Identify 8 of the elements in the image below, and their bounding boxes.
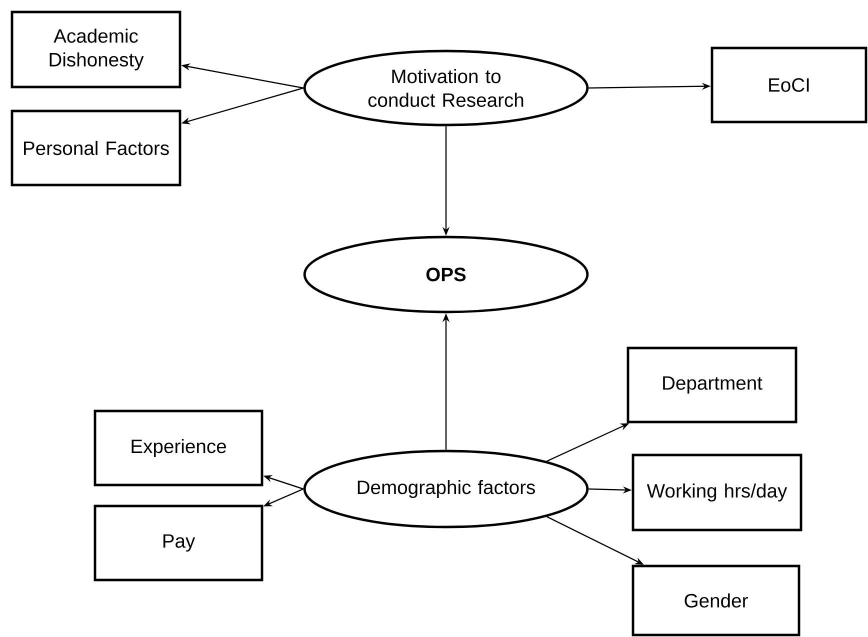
concept-box: Gender	[632, 564, 800, 636]
concept-box: Working hrs/day	[632, 454, 802, 532]
concept-box: Personal Factors	[10, 110, 182, 186]
concept-box: EoCI	[710, 46, 868, 124]
concept-box: Pay	[94, 504, 264, 582]
concept-box: Academic Dishonesty	[10, 10, 182, 88]
concept-box: Department	[626, 346, 798, 424]
concept-box: Experience	[94, 410, 264, 486]
